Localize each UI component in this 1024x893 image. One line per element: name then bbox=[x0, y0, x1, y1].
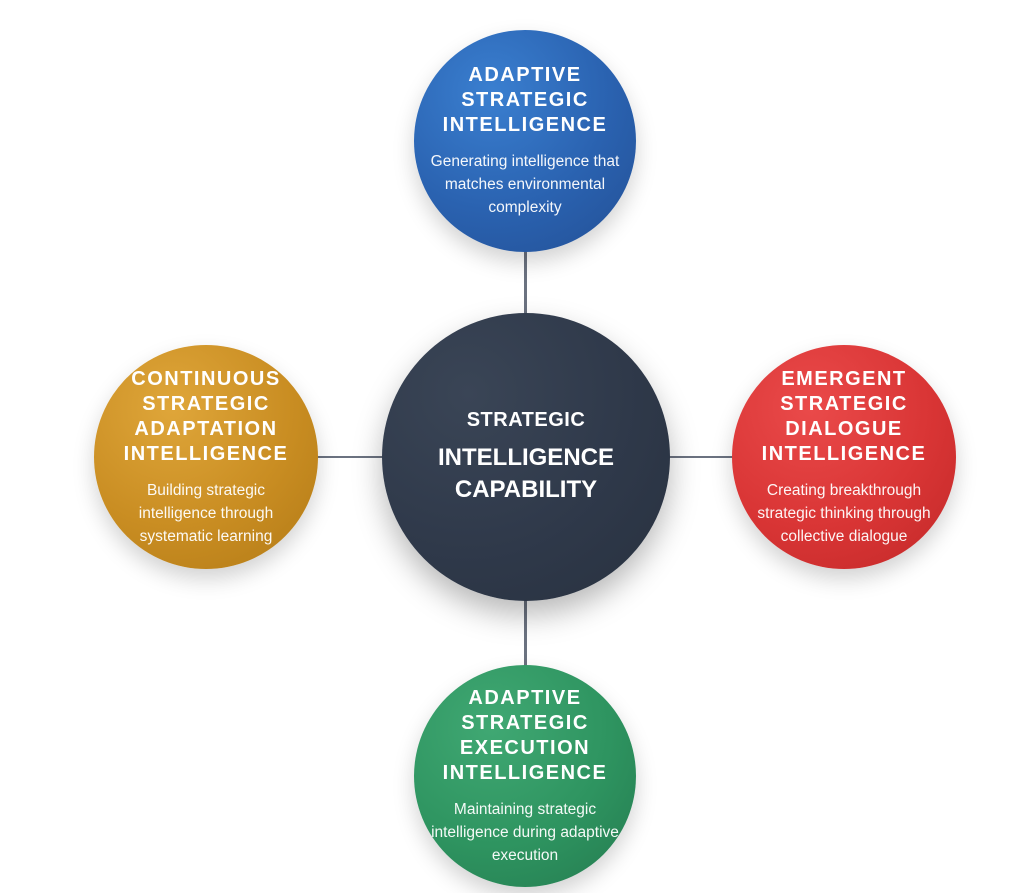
center-title-line2: INTELLIGENCE bbox=[437, 443, 614, 471]
connector-top bbox=[524, 250, 527, 316]
node-description: Maintaining strategic intelligence durin… bbox=[431, 800, 619, 864]
node-description: Building strategic intelligence through … bbox=[138, 481, 274, 545]
node-description: Generating intelligence that matches env… bbox=[430, 153, 620, 216]
connector-bottom bbox=[524, 598, 527, 667]
node-title: CONTINUOUS STRATEGIC ADAPTATION INTELLIG… bbox=[123, 367, 289, 465]
center-title-line3: CAPABILITY bbox=[454, 475, 598, 503]
node-title: EMERGENT STRATEGIC DIALOGUE INTELLIGENCE bbox=[761, 367, 927, 465]
node-adaptive-strategic-execution-intelligence: ADAPTIVE STRATEGIC EXECUTION INTELLIGENC… bbox=[414, 665, 636, 887]
node-description: Creating breakthrough strategic thinking… bbox=[757, 481, 931, 545]
connector-left bbox=[316, 456, 384, 458]
connector-right bbox=[668, 456, 734, 458]
node-title: ADAPTIVE STRATEGIC EXECUTION INTELLIGENC… bbox=[442, 686, 608, 784]
center-title-line1: STRATEGIC bbox=[466, 408, 586, 431]
node-continuous-strategic-adaptation-intelligence: CONTINUOUS STRATEGIC ADAPTATION INTELLIG… bbox=[94, 345, 318, 569]
node-title: ADAPTIVE STRATEGIC INTELLIGENCE bbox=[442, 64, 608, 136]
node-adaptive-strategic-intelligence: ADAPTIVE STRATEGIC INTELLIGENCE Generati… bbox=[414, 30, 636, 252]
node-emergent-strategic-dialogue-intelligence: EMERGENT STRATEGIC DIALOGUE INTELLIGENCE… bbox=[732, 345, 956, 569]
center-node-strategic-intelligence-capability: STRATEGIC INTELLIGENCE CAPABILITY bbox=[382, 313, 670, 601]
